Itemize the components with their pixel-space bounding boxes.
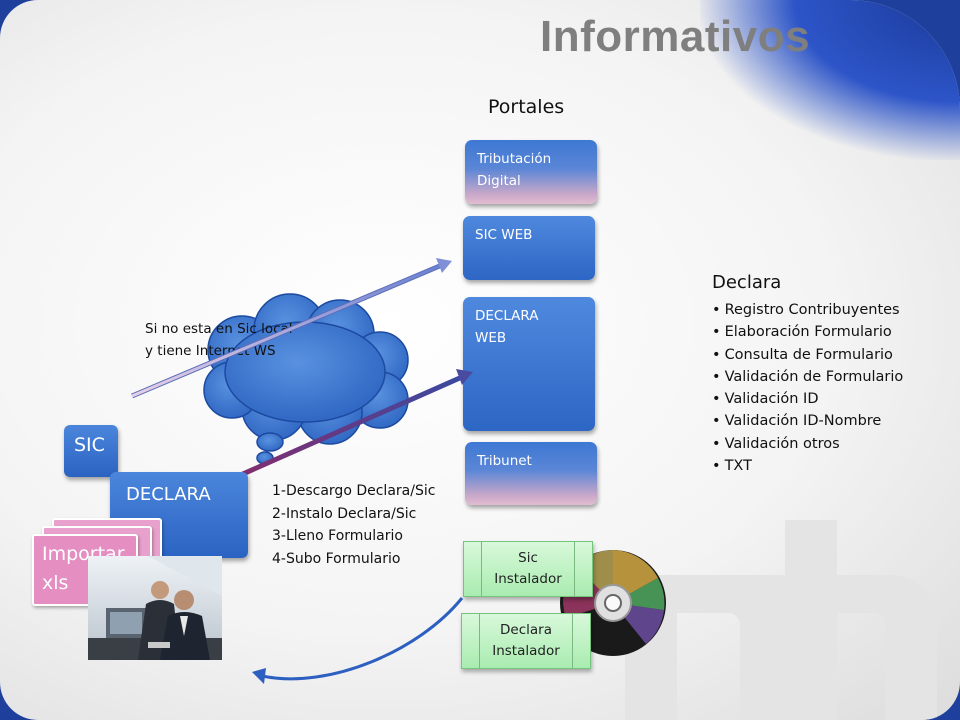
portal-sic-web: SIC WEB — [463, 216, 595, 280]
installer-line: Declara — [500, 622, 552, 638]
feature-item: Registro Contribuyentes — [712, 299, 903, 321]
cloud-note-line: Si no esta en Sic local — [145, 321, 293, 337]
feature-item: Validación ID-Nombre — [712, 410, 903, 432]
declara-installer: Declara Instalador — [461, 613, 591, 669]
sic-app-box: SIC — [64, 425, 118, 477]
step-item: 4-Subo Formulario — [272, 550, 401, 567]
business-people-photo — [88, 556, 222, 660]
arrow-installer-to-user — [261, 597, 464, 681]
declara-features-list: Registro Contribuyentes Elaboración Form… — [712, 299, 904, 477]
installer-line: Instalador — [494, 571, 562, 587]
sic-installer: Sic Instalador — [463, 541, 593, 597]
feature-item: Elaboración Formulario — [712, 321, 903, 343]
portales-heading: Portales — [488, 96, 565, 118]
feature-item: Validación otros — [712, 433, 903, 455]
portal-tribunet: Tribunet — [465, 442, 597, 505]
feature-item: TXT — [712, 455, 903, 477]
steps-list: 1-Descargo Declara/Sic 2-Instalo Declara… — [272, 480, 435, 570]
declara-features-title: Declara — [712, 272, 782, 293]
declara-app-box: DECLARA — [110, 472, 248, 558]
feature-item: Validación de Formulario — [712, 366, 904, 388]
installer-line: Sic — [518, 550, 538, 566]
portal-declara-web: DECLARA WEB — [463, 297, 595, 431]
feature-item: Validación ID — [712, 388, 903, 410]
feature-item: Consulta de Formulario — [712, 344, 903, 366]
portal-tributacion-digital: Tributación Digital — [465, 140, 597, 204]
installer-line: Instalador — [492, 643, 560, 659]
step-item: 3-Lleno Formulario — [272, 528, 403, 544]
mh-logo-watermark — [625, 520, 937, 720]
step-item: 2-Instalo Declara/Sic — [272, 505, 417, 522]
slide-title: Informativos — [540, 12, 811, 61]
step-item: 1-Descargo Declara/Sic — [272, 483, 436, 499]
importar-line: xls — [42, 572, 69, 594]
arrow-to-declara-web — [216, 374, 464, 488]
